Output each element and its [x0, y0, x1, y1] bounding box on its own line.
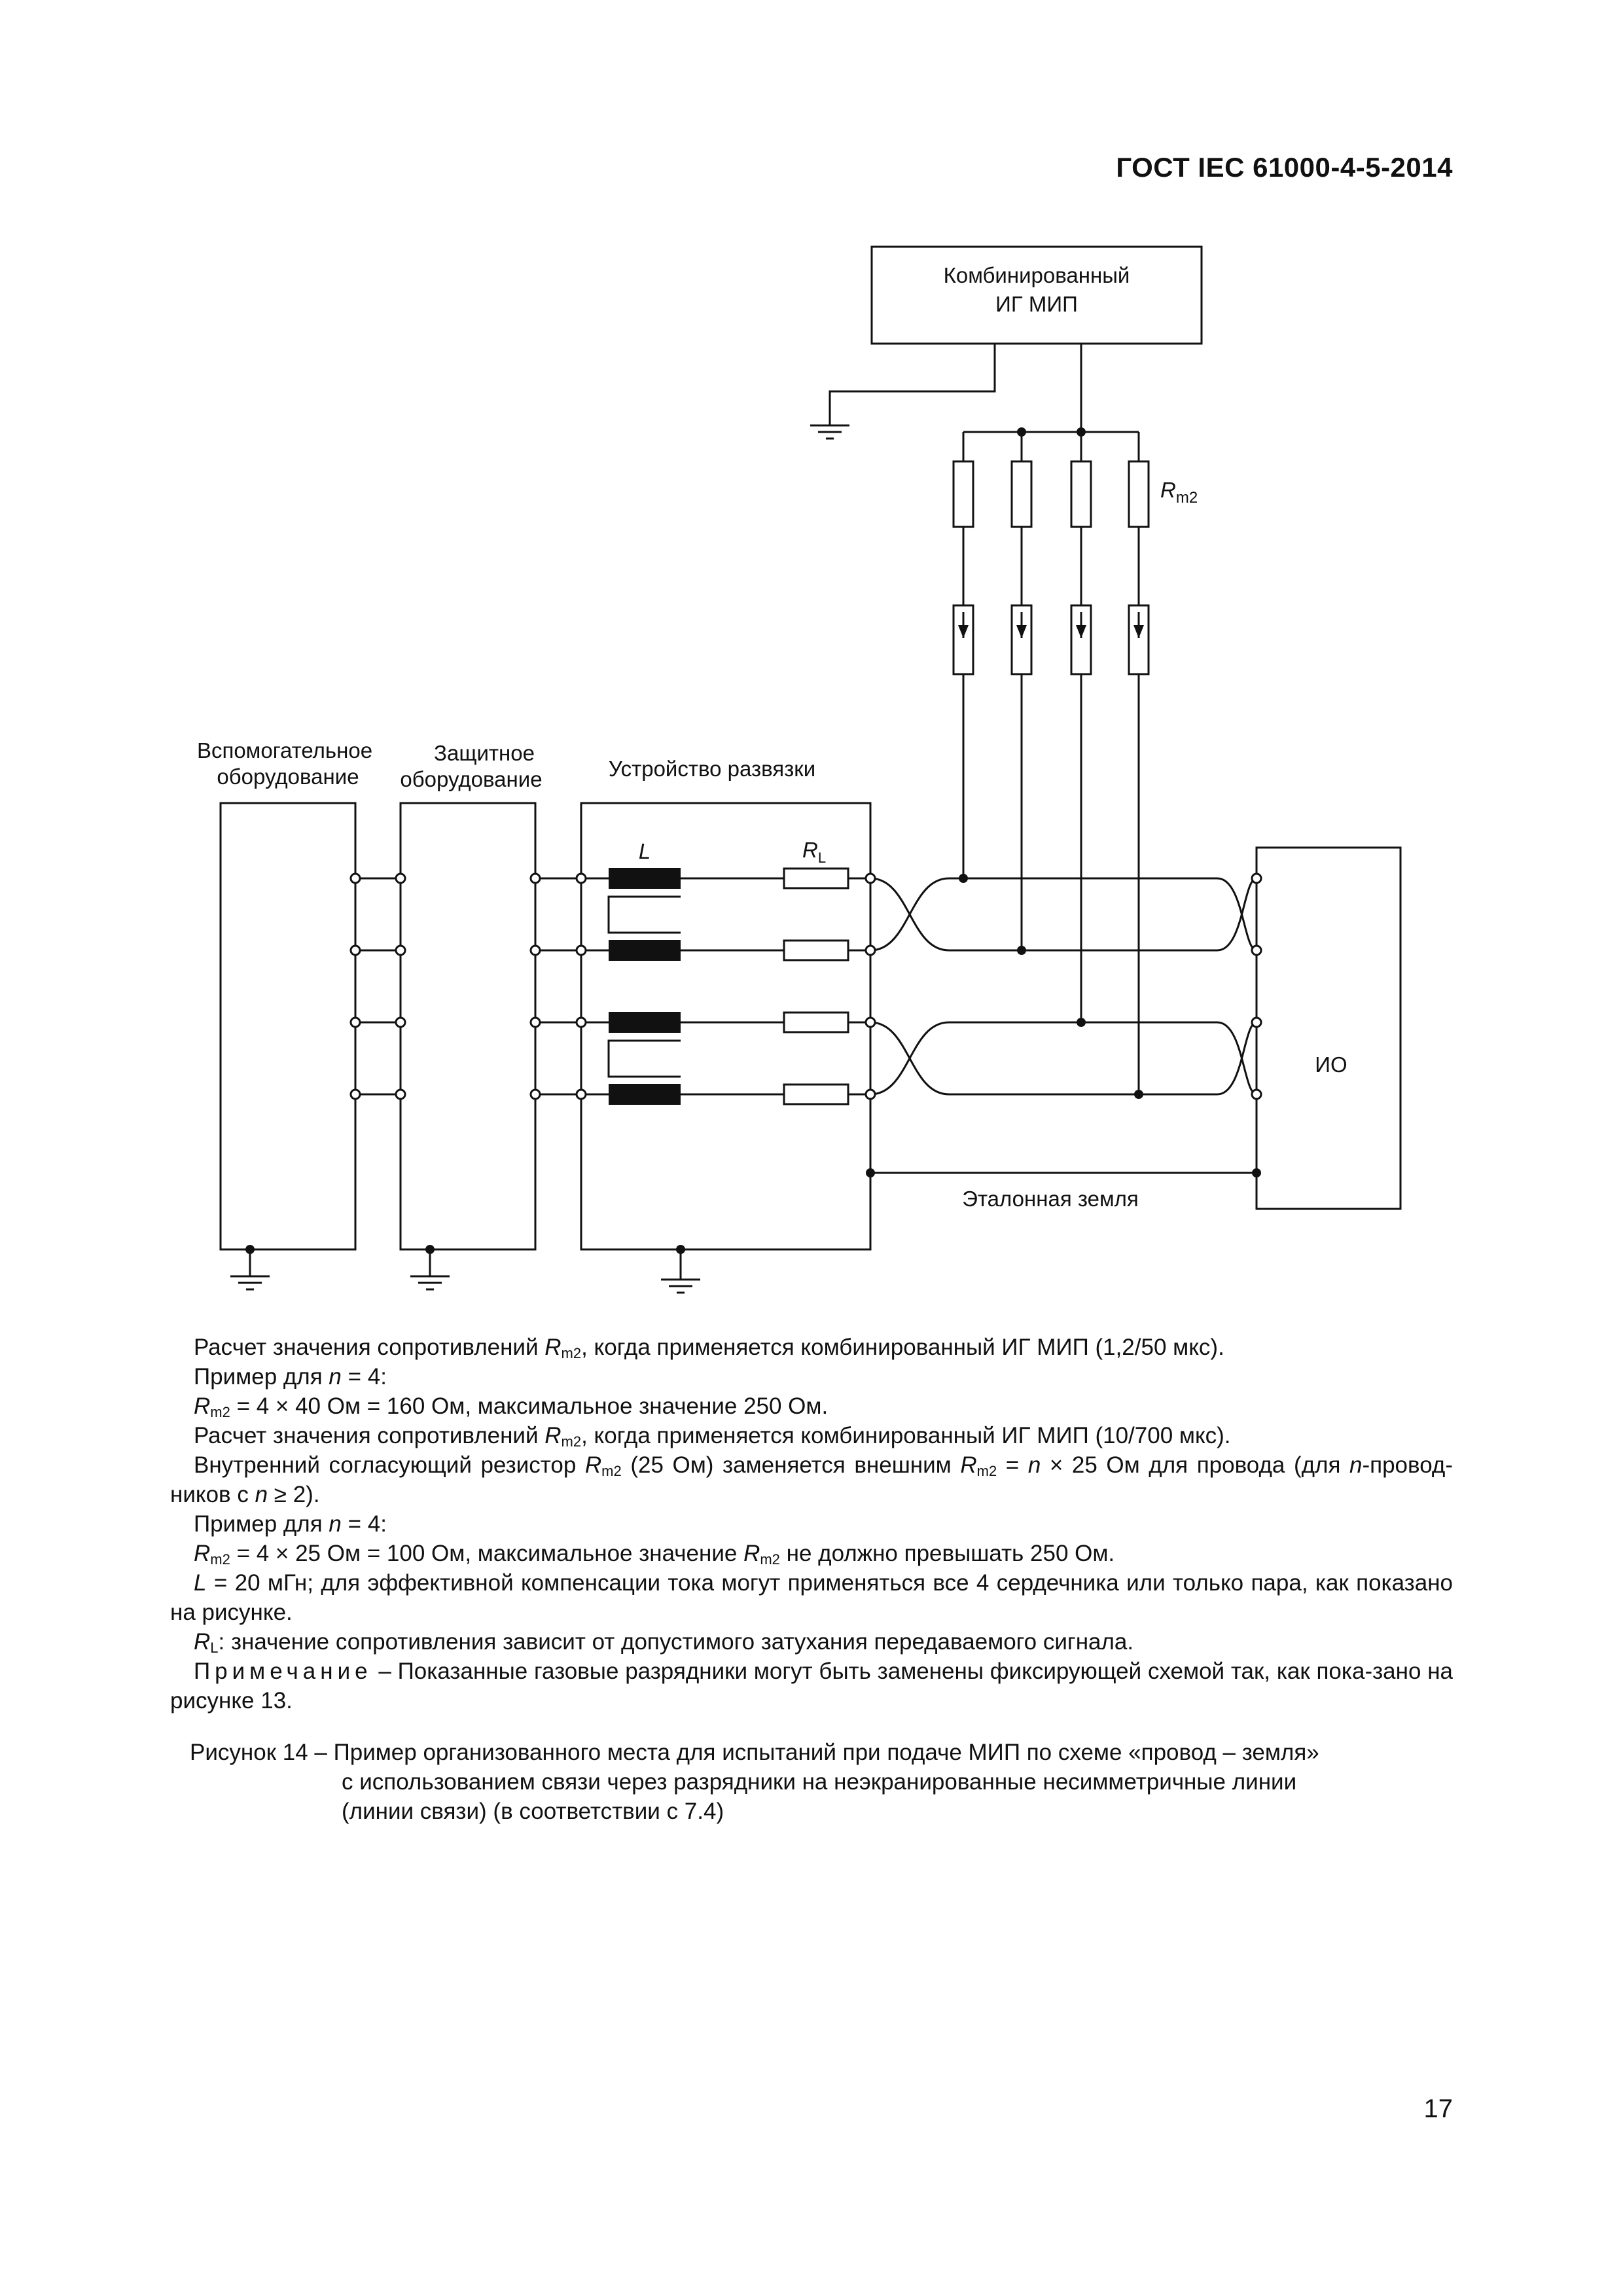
- eut-box: [1255, 846, 1402, 1210]
- reference-ground-label: Эталонная земля: [962, 1187, 1139, 1211]
- rm2-branches: [952, 432, 1150, 605]
- protective-equipment-box: [399, 802, 537, 1251]
- prot-label-2: оборудование: [400, 767, 542, 791]
- decoupling-lines: [581, 867, 870, 1105]
- junction-dots: [245, 427, 1261, 1254]
- generator-label-1: Комбинированный: [944, 263, 1130, 287]
- aux-label-2: оборудование: [217, 764, 359, 789]
- caption-line-3: (линии связи) (в соответствии с 7.4): [342, 1799, 724, 1824]
- generator-ground-lead: [829, 344, 996, 425]
- generator-box: [870, 245, 1203, 345]
- gas-discharge-tubes: [952, 604, 1150, 675]
- rl-label: RL: [802, 838, 826, 866]
- caption-line-1: Рисунок 14 – Пример организованного мест…: [190, 1740, 1319, 1765]
- circuit-diagram: Комбинированный ИГ МИП Rm2 Вспомогательн…: [197, 245, 1402, 1294]
- page-number: 17: [1423, 2094, 1454, 2123]
- decoupling-label: Устройство развязки: [609, 757, 815, 781]
- figure-caption: Рисунок 14 – Пример организованного мест…: [190, 1738, 1433, 1826]
- caption-line-2: с использованием связи через разрядники …: [342, 1769, 1297, 1795]
- inductor-label: L: [639, 839, 651, 863]
- aux-label-1: Вспомогательное: [197, 738, 372, 762]
- generator-label-2: ИГ МИП: [995, 292, 1078, 316]
- terminals: [349, 872, 1262, 1100]
- auxiliary-equipment-box: [219, 802, 357, 1251]
- figure-notes: Расчет значения сопротивлений Rm2, когда…: [170, 1335, 1453, 1713]
- eut-label: ИО: [1315, 1052, 1347, 1077]
- common-mode-chokes: [609, 868, 681, 1105]
- rm2-label: Rm2: [1160, 478, 1198, 507]
- twisted-pairs: [870, 877, 1257, 1096]
- prot-label-1: Защитное: [434, 741, 535, 765]
- document-header: ГОСТ IEC 61000-4-5-2014: [1116, 152, 1453, 183]
- ground-symbols: [230, 424, 849, 1294]
